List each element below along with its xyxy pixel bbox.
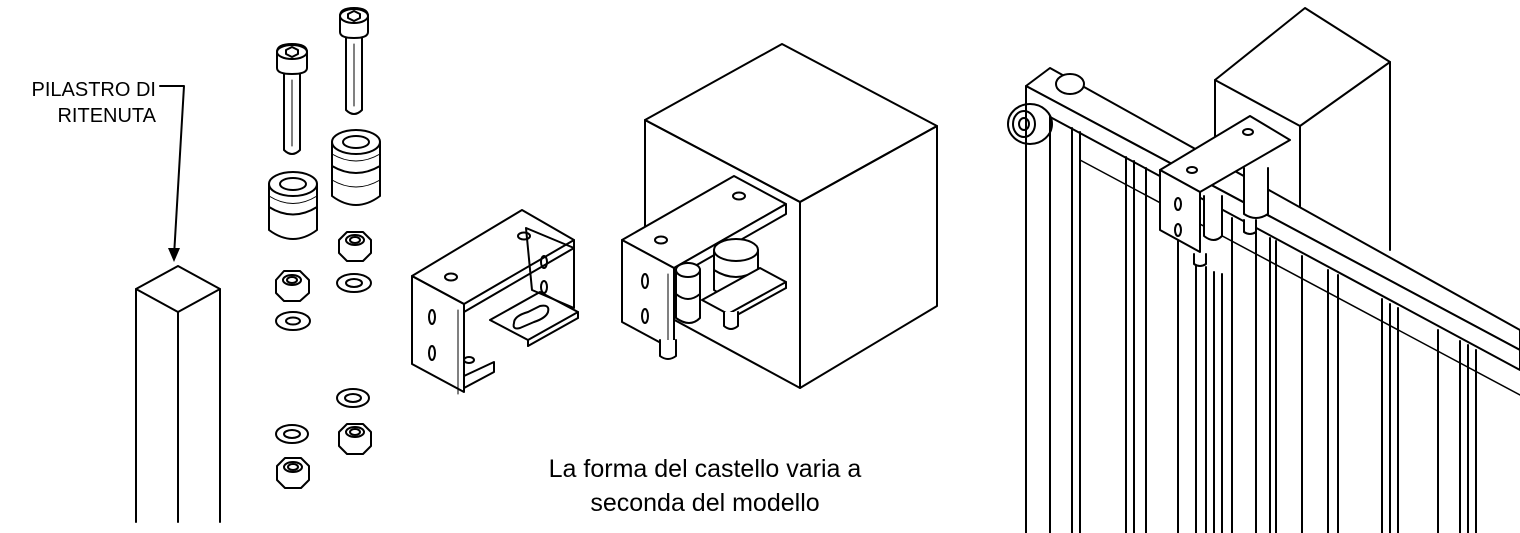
washer-2: [337, 274, 371, 292]
gate-top-rail: [1026, 68, 1520, 370]
nut-4: [339, 424, 371, 454]
pillar-label-line2: RITENUTA: [57, 105, 156, 127]
retaining-pillar: [136, 266, 220, 522]
bracket-exploded: [412, 210, 578, 394]
washer-4: [337, 389, 369, 407]
washer-3: [276, 425, 308, 443]
gate-frame: [1026, 104, 1520, 533]
bolt-2: [340, 8, 368, 114]
gate-bracket: [1160, 116, 1290, 266]
caption-line2: seconda del modello: [590, 489, 820, 517]
nut-2: [339, 232, 371, 261]
leader-arrow: [160, 86, 184, 262]
bolt-1: [277, 44, 307, 154]
caption: La forma del castello varia a seconda de…: [455, 452, 955, 520]
caption-line1: La forma del castello varia a: [548, 455, 862, 483]
nut-3: [277, 458, 309, 488]
roller-2: [332, 130, 380, 205]
pillar-label: PILASTRO DI RITENUTA: [6, 77, 156, 129]
bracket-assembled: [622, 176, 786, 359]
pillar-label-line1: PILASTRO DI: [31, 79, 156, 101]
roller-1: [269, 172, 317, 239]
washer-1: [276, 312, 310, 330]
nut-1: [276, 271, 309, 301]
